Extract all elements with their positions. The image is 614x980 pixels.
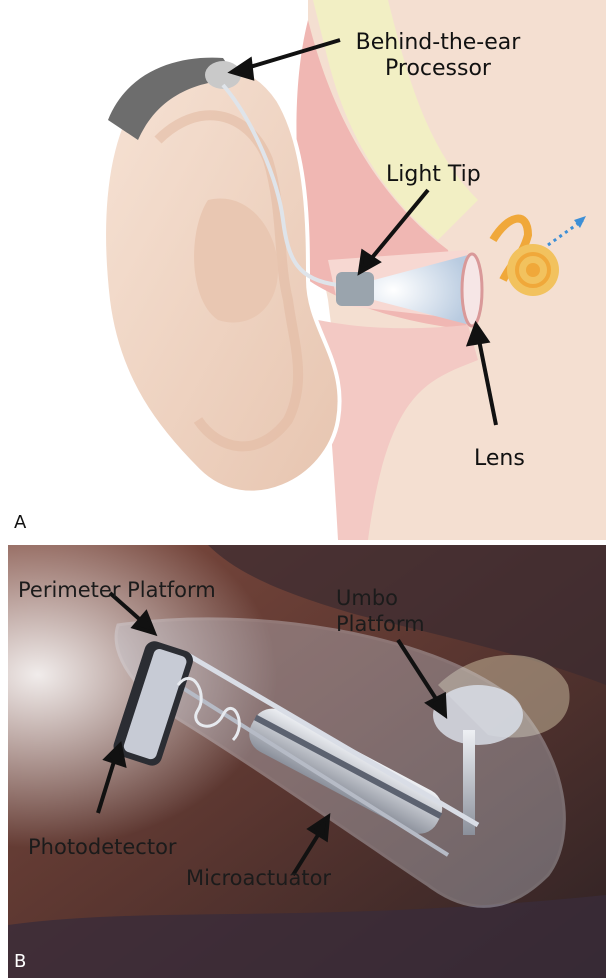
panel-a-ear-illustration: Behind-the-ear Processor Light Tip Lens …: [8, 0, 606, 540]
panel-b-device-rendering: Perimeter Platform Umbo Platform Photode…: [8, 545, 606, 978]
behind-the-ear-label-line2: Processor: [338, 56, 538, 82]
device-rendering-svg: [8, 545, 606, 978]
panel-a-letter: A: [14, 512, 26, 533]
umbo-platform-label: Umbo Platform: [336, 585, 476, 637]
lens: [462, 254, 482, 326]
photodetector-label: Photodetector: [28, 834, 177, 860]
umbo-platform-label-line2: Platform: [336, 611, 476, 637]
light-tip-device: [336, 272, 374, 306]
umbo-platform-label-line1: Umbo: [336, 585, 476, 611]
perimeter-platform-label: Perimeter Platform: [18, 577, 216, 603]
lens-label: Lens: [474, 446, 525, 472]
light-tip-label: Light Tip: [386, 162, 481, 188]
behind-the-ear-processor-label: Behind-the-ear Processor: [338, 30, 538, 82]
panel-b-letter: B: [14, 951, 26, 972]
behind-the-ear-label-line1: Behind-the-ear: [338, 30, 538, 56]
microactuator-label: Microactuator: [186, 865, 331, 891]
